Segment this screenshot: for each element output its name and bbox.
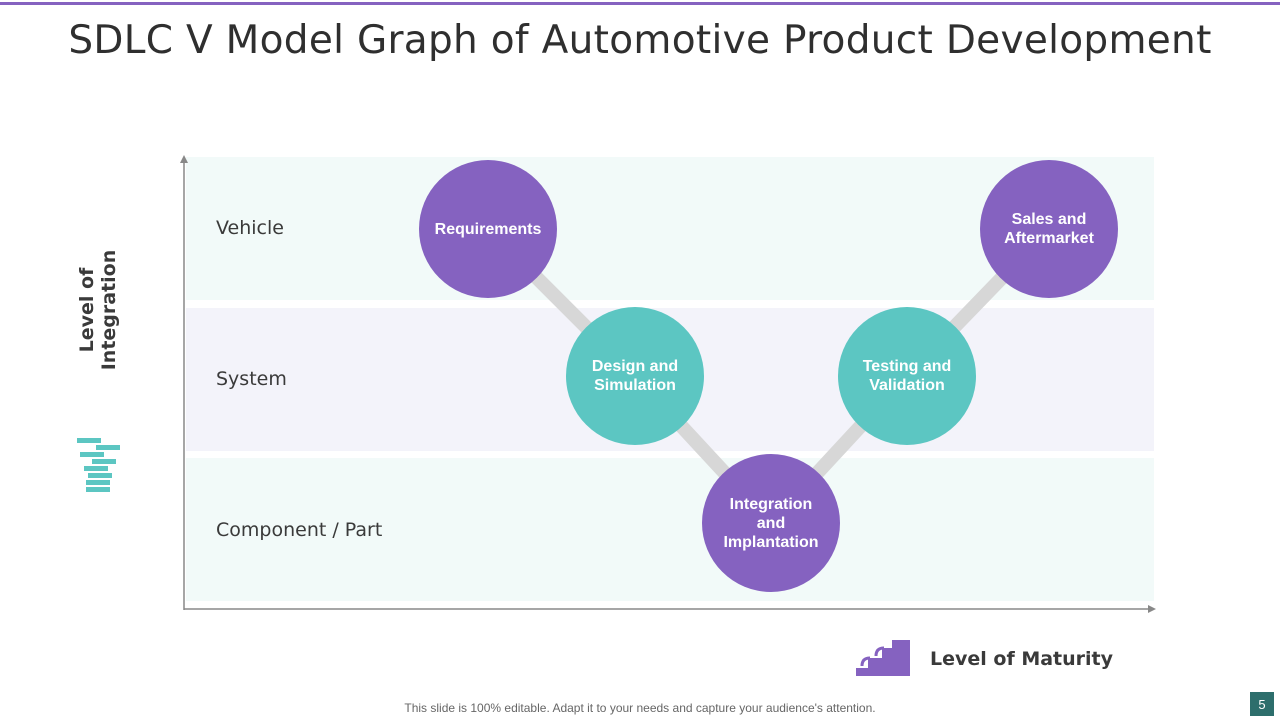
y-axis-arrow	[180, 155, 188, 163]
row-label-vehicle: Vehicle	[216, 217, 284, 239]
stage-design-simulation: Design and Simulation	[566, 307, 704, 445]
stage-integration-implantation: Integration and Implantation	[702, 454, 840, 592]
stairs-icon	[856, 640, 910, 676]
x-axis-arrow	[1148, 605, 1156, 613]
stacked-bars-icon	[77, 438, 120, 492]
row-label-system: System	[216, 368, 287, 390]
stage-sales-aftermarket: Sales and Aftermarket	[980, 160, 1118, 298]
x-axis-label: Level of Maturity	[930, 648, 1114, 670]
stage-requirements: Requirements	[419, 160, 557, 298]
slide-title: SDLC V Model Graph of Automotive Product…	[68, 18, 1212, 63]
page-number: 5	[1250, 692, 1274, 716]
band-component	[186, 458, 1154, 601]
top-accent-line	[0, 2, 1280, 5]
y-axis-label: Level of Integration	[76, 249, 120, 371]
row-label-component: Component / Part	[216, 519, 383, 541]
stage-testing-validation: Testing and Validation	[838, 307, 976, 445]
footer-note: This slide is 100% editable. Adapt it to…	[404, 701, 876, 715]
